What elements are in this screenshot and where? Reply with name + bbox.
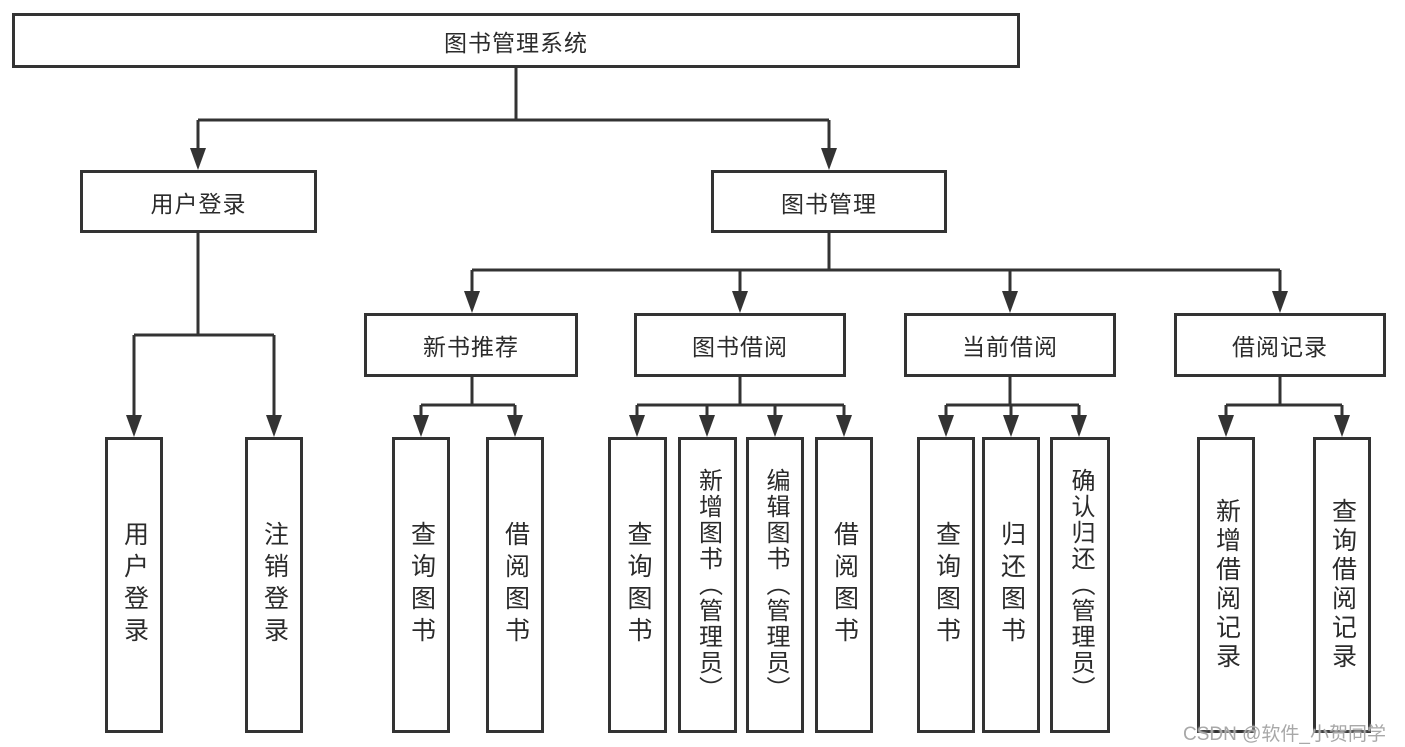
leaf-confirm-return-admin: 确认归还（管理员） (1050, 437, 1110, 733)
leaf-add-book-admin: 新增图书（管理员） (678, 437, 737, 733)
leaf-query-book-1-label: 查询图书 (407, 521, 436, 649)
node-new-book-recommend: 新书推荐 (364, 313, 578, 377)
leaf-borrow-book-1-label: 借阅图书 (501, 521, 530, 649)
node-current-borrow-label: 当前借阅 (962, 334, 1058, 360)
node-book-management: 图书管理 (711, 170, 947, 233)
leaf-logout: 注销登录 (245, 437, 303, 733)
leaf-edit-book-admin: 编辑图书（管理员） (746, 437, 804, 733)
leaf-borrow-book-2: 借阅图书 (815, 437, 873, 733)
arrowheads (126, 148, 1350, 437)
node-book-management-label: 图书管理 (781, 190, 877, 217)
leaf-edit-book-admin-label: 编辑图书（管理员） (762, 468, 789, 702)
node-book-borrow-label: 图书借阅 (692, 334, 788, 360)
leaf-borrow-book-2-label: 借阅图书 (830, 521, 859, 649)
leaf-confirm-return-admin-label: 确认归还（管理员） (1067, 468, 1094, 702)
leaf-user-login-label: 用户登录 (120, 521, 149, 649)
node-root-system: 图书管理系统 (12, 13, 1020, 68)
leaf-query-book-2: 查询图书 (608, 437, 667, 733)
leaf-logout-label: 注销登录 (260, 521, 289, 649)
leaf-add-borrow-record: 新增借阅记录 (1197, 437, 1255, 733)
leaf-query-borrow-record-label: 查询借阅记录 (1328, 498, 1357, 672)
node-current-borrow: 当前借阅 (904, 313, 1116, 377)
leaf-return-book-label: 归还图书 (997, 521, 1026, 649)
leaf-query-book-2-label: 查询图书 (624, 521, 652, 649)
leaf-add-borrow-record-label: 新增借阅记录 (1212, 498, 1241, 672)
node-borrow-record-label: 借阅记录 (1232, 334, 1328, 360)
leaf-add-book-admin-label: 新增图书（管理员） (694, 468, 722, 702)
node-book-borrow: 图书借阅 (634, 313, 846, 377)
leaf-query-book-3: 查询图书 (917, 437, 975, 733)
csdn-watermark: CSDN @软件_小贺同学 (1183, 724, 1386, 745)
node-new-book-recommend-label: 新书推荐 (423, 334, 519, 360)
node-borrow-record: 借阅记录 (1174, 313, 1386, 377)
leaf-query-book-1: 查询图书 (392, 437, 450, 733)
node-user-login: 用户登录 (80, 170, 317, 233)
leaf-return-book: 归还图书 (982, 437, 1040, 733)
node-user-login-label: 用户登录 (150, 190, 247, 217)
leaf-query-book-3-label: 查询图书 (932, 521, 961, 649)
leaf-borrow-book-1: 借阅图书 (486, 437, 544, 733)
leaf-user-login: 用户登录 (105, 437, 163, 733)
leaf-query-borrow-record: 查询借阅记录 (1313, 437, 1371, 733)
node-root-label: 图书管理系统 (444, 29, 588, 56)
